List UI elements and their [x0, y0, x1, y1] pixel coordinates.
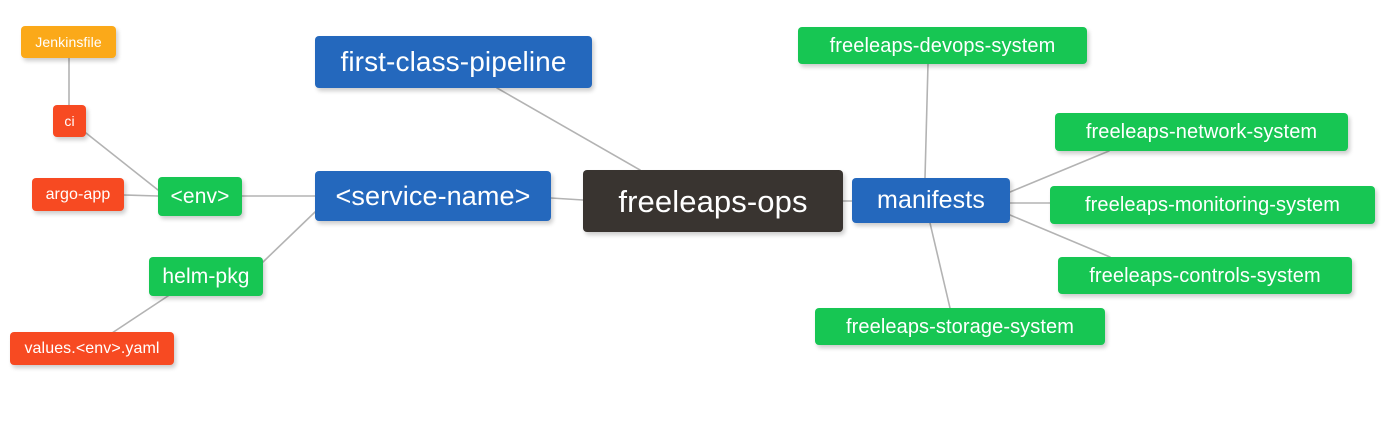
node-helm-pkg[interactable]: helm-pkg [149, 257, 263, 296]
node-ci[interactable]: ci [53, 105, 86, 137]
node-freeleaps-devops-system[interactable]: freeleaps-devops-system [798, 27, 1087, 64]
node-label-freeleaps-monitoring-system: freeleaps-monitoring-system [1084, 194, 1340, 216]
edge-argo-app-to-env [123, 194, 159, 197]
node-env[interactable]: <env> [158, 177, 242, 216]
node-jenkinsfile[interactable]: Jenkinsfile [21, 26, 116, 58]
node-label-freeleaps-ops: freeleaps-ops [618, 183, 808, 219]
edge-manifests-to-freeleaps-devops-system [924, 63, 929, 179]
edge-helm-pkg-to-values-yaml [111, 291, 175, 334]
node-label-service-name: <service-name> [335, 180, 531, 211]
node-label-helm-pkg: helm-pkg [162, 265, 250, 288]
edge-service-name-to-freeleaps-ops [550, 197, 584, 201]
edge-service-name-to-helm-pkg [262, 211, 316, 263]
node-label-freeleaps-network-system: freeleaps-network-system [1085, 121, 1318, 143]
node-label-first-class-pipeline: first-class-pipeline [340, 46, 567, 77]
node-label-ci: ci [64, 113, 75, 129]
node-first-class-pipeline[interactable]: first-class-pipeline [315, 36, 592, 88]
node-argo-app[interactable]: argo-app [32, 178, 124, 211]
node-manifests[interactable]: manifests [852, 178, 1010, 223]
node-freeleaps-ops[interactable]: freeleaps-ops [583, 170, 843, 232]
edge-manifests-to-freeleaps-storage-system [929, 222, 951, 309]
node-label-argo-app: argo-app [45, 185, 111, 203]
node-label-freeleaps-storage-system: freeleaps-storage-system [845, 315, 1075, 338]
node-values-yaml[interactable]: values.<env>.yaml [10, 332, 174, 365]
node-label-freeleaps-devops-system: freeleaps-devops-system [829, 34, 1056, 57]
node-freeleaps-storage-system[interactable]: freeleaps-storage-system [815, 308, 1105, 345]
node-label-values-yaml: values.<env>.yaml [24, 339, 160, 357]
edge-first-class-pipeline-to-freeleaps-ops [496, 87, 641, 171]
node-freeleaps-controls-system[interactable]: freeleaps-controls-system [1058, 257, 1352, 294]
node-label-manifests: manifests [877, 186, 985, 214]
node-service-name[interactable]: <service-name> [315, 171, 551, 221]
node-label-jenkinsfile: Jenkinsfile [35, 34, 102, 50]
node-freeleaps-monitoring-system[interactable]: freeleaps-monitoring-system [1050, 186, 1375, 224]
node-label-freeleaps-controls-system: freeleaps-controls-system [1089, 264, 1321, 287]
node-label-env: <env> [170, 185, 230, 208]
node-freeleaps-network-system[interactable]: freeleaps-network-system [1055, 113, 1348, 151]
